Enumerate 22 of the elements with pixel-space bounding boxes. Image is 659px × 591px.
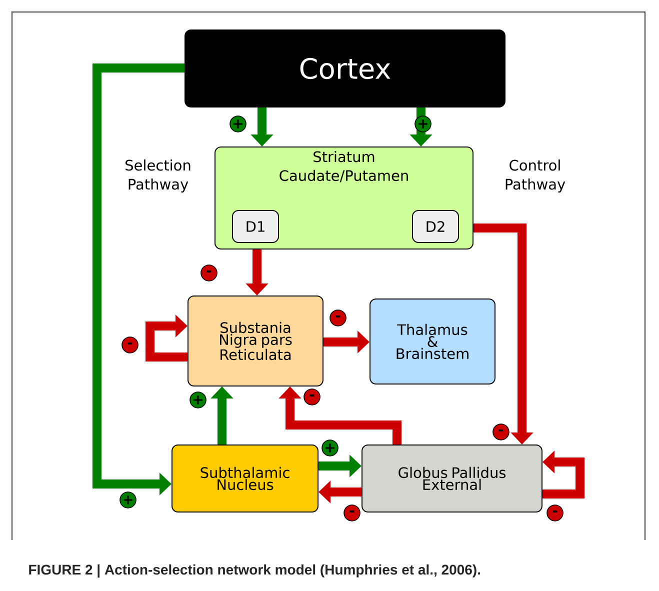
pathway-label: Selection Pathway bbox=[126, 159, 190, 192]
nucleus-box: Thalamus & Brainstem bbox=[370, 298, 496, 384]
figure-caption: FIGURE 2 | Action-selection network model (Humphries et al., 2006). bbox=[29, 564, 480, 578]
sign-badge: + bbox=[190, 392, 206, 408]
sign-badge: - bbox=[546, 504, 564, 522]
sign-badge: - bbox=[200, 264, 218, 282]
sign-badge: + bbox=[414, 116, 432, 132]
sign-badge: - bbox=[492, 424, 510, 440]
sign-badge: - bbox=[304, 388, 320, 406]
receptor-box: D1 bbox=[232, 210, 279, 243]
nucleus-box: Substania Nigra pars Reticulata bbox=[188, 296, 324, 386]
sign-badge: + bbox=[230, 116, 246, 132]
receptor-box: D2 bbox=[412, 210, 459, 243]
nucleus-box: Globus Pallidus External bbox=[362, 444, 542, 512]
sign-badge: - bbox=[344, 504, 360, 522]
pathway-label: Control Pathway bbox=[506, 159, 566, 192]
cortex-box: Cortex bbox=[184, 30, 506, 108]
sign-badge: - bbox=[122, 336, 138, 354]
sign-badge: + bbox=[322, 440, 338, 456]
sign-badge: - bbox=[330, 310, 346, 326]
nucleus-box: Subthalamic Nucleus bbox=[172, 444, 318, 512]
sign-badge: + bbox=[120, 492, 136, 508]
